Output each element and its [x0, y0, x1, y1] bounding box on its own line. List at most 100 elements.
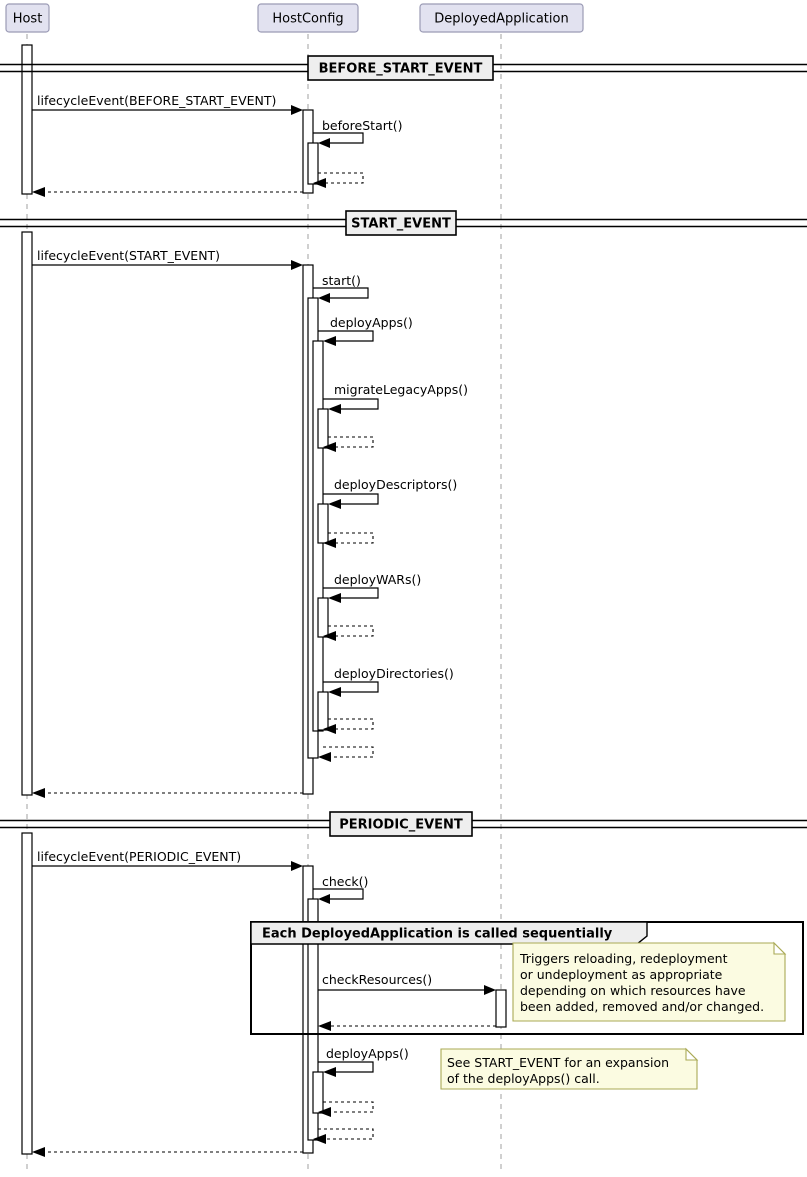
participant-hostconfig-box[interactable] [257, 3, 359, 33]
message-self-path [313, 132, 364, 144]
message-self-path [313, 287, 369, 299]
divider-before-start-box [307, 55, 494, 81]
message-self-return-path [328, 718, 374, 730]
note-line: depending on which resources have [520, 983, 746, 998]
participants-layer: Host HostConfig DeployedApplication [5, 3, 584, 33]
message-deployapps-self-call-periodic: deployApps() [318, 1046, 409, 1077]
message-deployapps-self-call-start: deployApps() [318, 315, 413, 346]
arrow-head-icon [318, 293, 330, 303]
lifelines-layer [26, 34, 502, 1172]
arrow-head-icon [291, 260, 303, 270]
message-beforestart-self-call: beforeStart() [313, 118, 403, 148]
message-label: checkResources() [322, 972, 432, 987]
message-deploydirectories-self-return [323, 718, 374, 734]
divider-periodic-event: PERIODIC_EVENT [0, 811, 807, 837]
activation-host-3 [21, 832, 33, 1155]
message-return-periodic [32, 1147, 303, 1157]
participant-host-label: Host [13, 12, 43, 27]
participant-host[interactable]: Host [5, 3, 50, 33]
message-deploydirectories-self-call: deployDirectories() [323, 666, 454, 697]
group-title-label: Each DeployedApplication is called seque… [262, 927, 613, 942]
message-self-return-path [323, 1101, 374, 1113]
note-deploy-apps-body [440, 1048, 698, 1090]
message-deploydescriptors-self-call: deployDescriptors() [323, 477, 457, 509]
arrow-head-icon [318, 752, 331, 762]
message-lifecycleevent-start: lifecycleEvent(START_EVENT) [32, 248, 303, 270]
arrow-head-icon [318, 1021, 331, 1031]
arrow-head-icon [328, 687, 341, 697]
note-check-resources-body [512, 942, 786, 1022]
message-self-return-path [318, 1128, 374, 1140]
divider-periodic-label: PERIODIC_EVENT [339, 818, 463, 833]
message-label: beforeStart() [322, 118, 403, 133]
activation-host-2 [21, 231, 33, 796]
message-self-path [323, 398, 379, 410]
divider-start-label: START_EVENT [351, 217, 451, 232]
message-self-path [323, 587, 379, 599]
message-self-path [323, 681, 379, 693]
note-deploy-apps: See START_EVENT for an expansion of the … [440, 1047, 699, 1090]
participant-hostconfig[interactable]: HostConfig [257, 3, 359, 33]
message-checkresources: checkResources() [318, 972, 496, 995]
group-each-deployedapplication: Each DeployedApplication is called seque… [250, 921, 804, 1035]
messages-layer: lifecycleEvent(BEFORE_START_EVENT) befor… [32, 93, 468, 904]
arrow-head-icon [313, 1134, 326, 1144]
message-check-self-return [313, 1128, 374, 1144]
activation-hostconfig-2-deploywars [317, 597, 329, 638]
messages-layer-2: checkResources() deployApps() [32, 972, 496, 1157]
arrow-head-icon [313, 178, 326, 188]
message-label: lifecycleEvent(BEFORE_START_EVENT) [37, 93, 276, 108]
notes-layer: Triggers reloading, redeployment or unde… [440, 941, 787, 1090]
divider-start-event: START_EVENT [0, 210, 807, 236]
message-beforestart-self-return [313, 172, 364, 188]
divider-before-start-event: BEFORE_START_EVENT [0, 55, 807, 81]
arrow-head-icon [291, 861, 303, 871]
message-label: deployApps() [326, 1046, 409, 1061]
message-self-return-path [318, 172, 364, 184]
arrow-head-icon [323, 336, 336, 346]
divider-start-box [345, 210, 457, 236]
arrow-head-icon [318, 138, 330, 148]
activation-hostconfig-1-nested [307, 142, 319, 185]
activation-hostconfig-2-deploydirectories [317, 691, 329, 731]
activation-host-1 [21, 44, 33, 195]
participant-host-box[interactable] [5, 3, 50, 33]
arrow-head-icon [318, 1107, 331, 1117]
note-line: Triggers reloading, redeployment [519, 951, 728, 966]
activation-hostconfig-2-deploydescriptors [317, 503, 329, 544]
message-self-path [313, 888, 364, 900]
arrow-head-icon [32, 1147, 45, 1157]
message-deploywars-self-return [323, 625, 374, 641]
arrow-head-icon [328, 499, 341, 509]
message-lifecycleevent-periodic: lifecycleEvent(PERIODIC_EVENT) [32, 849, 303, 871]
message-deploydescriptors-self-return [323, 532, 374, 548]
activation-hostconfig-3-deployapps [312, 1071, 324, 1114]
arrow-head-icon [323, 442, 336, 452]
message-label: migrateLegacyApps() [334, 382, 468, 397]
note-line: or undeployment as appropriate [520, 967, 723, 982]
message-label: deployDirectories() [334, 666, 454, 681]
arrow-head-icon [32, 788, 45, 798]
participant-deployedapplication-box[interactable] [419, 3, 584, 33]
activation-hostconfig-3-check [307, 898, 319, 1141]
note-check-resources: Triggers reloading, redeployment or unde… [512, 941, 787, 1022]
message-start-self-call: start() [313, 273, 369, 303]
participant-deployedapplication[interactable]: DeployedApplication [419, 3, 584, 33]
divider-before-start-label: BEFORE_START_EVENT [319, 62, 483, 77]
message-check-self-call: check() [313, 874, 368, 904]
participant-hostconfig-label: HostConfig [272, 12, 343, 27]
arrow-head-icon [32, 187, 45, 197]
arrow-head-icon [328, 404, 341, 414]
message-checkresources-return [318, 1021, 496, 1031]
message-self-return-path [328, 625, 374, 637]
note-line: of the deployApps() call. [447, 1071, 600, 1086]
arrow-head-icon [318, 894, 330, 904]
message-deployapps-self-return-periodic [318, 1101, 374, 1117]
arrow-head-icon [484, 985, 496, 995]
divider-periodic-box [329, 811, 473, 837]
message-label: start() [322, 273, 361, 288]
message-label: lifecycleEvent(START_EVENT) [37, 248, 220, 263]
note-line: See START_EVENT for an expansion [447, 1055, 669, 1070]
message-migratelegacyapps-self-return [323, 436, 374, 452]
